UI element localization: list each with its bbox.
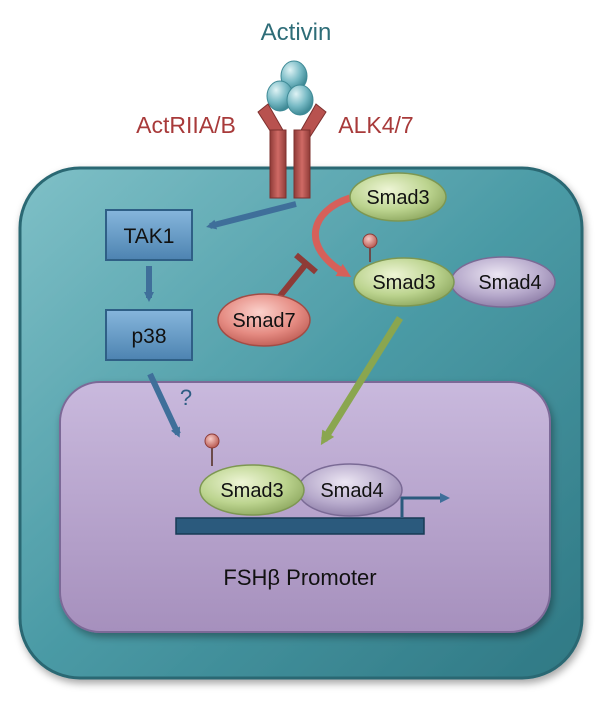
smad-complex-cytoplasm: Smad3 Smad4: [353, 233, 556, 308]
promoter-dna-bar: [175, 517, 425, 535]
receptor-to-tak1-arrow: [206, 201, 297, 230]
smad7-label: Smad7: [232, 310, 295, 332]
smad-complex-translocation-arrow: [320, 316, 403, 446]
unknown-link-label: ?: [180, 385, 192, 410]
smad3-nuclear-label: Smad3: [220, 480, 283, 502]
smad7-inhibition-bar: [294, 252, 318, 275]
actriia-b-label: ActRIIA/B: [136, 112, 236, 138]
p38-to-promoter-arrow: [147, 372, 181, 438]
promoter-label: FSHβ Promoter: [223, 565, 376, 590]
smad7: Smad7: [217, 293, 311, 347]
nucleus: [59, 381, 551, 633]
phosphate-icon: [362, 233, 378, 249]
activin-label: Activin: [261, 19, 332, 46]
smad3-free-label: Smad3: [366, 187, 429, 209]
p38-box: p38: [105, 309, 193, 361]
receptor-type1-icon: [293, 103, 327, 199]
tak1-box: TAK1: [105, 209, 193, 261]
activin-ligand-icon: [266, 60, 314, 116]
smad3-free: Smad3: [349, 172, 447, 222]
transcription-start-arrow: [400, 493, 450, 518]
smad4-nuclear-label: Smad4: [320, 480, 383, 502]
alk4-7-label: ALK4/7: [338, 112, 413, 138]
receptor-type2-icon: [257, 103, 287, 199]
smad3-complex-label: Smad3: [372, 272, 435, 294]
p38-label: p38: [131, 325, 166, 348]
smad4-complex-label: Smad4: [478, 272, 541, 294]
smad3-phosphorylation-arrow: [312, 194, 352, 278]
tak1-label: TAK1: [124, 225, 175, 248]
phosphate-icon-nuclear: [204, 433, 220, 449]
smad-complex-nucleus: Smad3 Smad4: [199, 433, 403, 517]
